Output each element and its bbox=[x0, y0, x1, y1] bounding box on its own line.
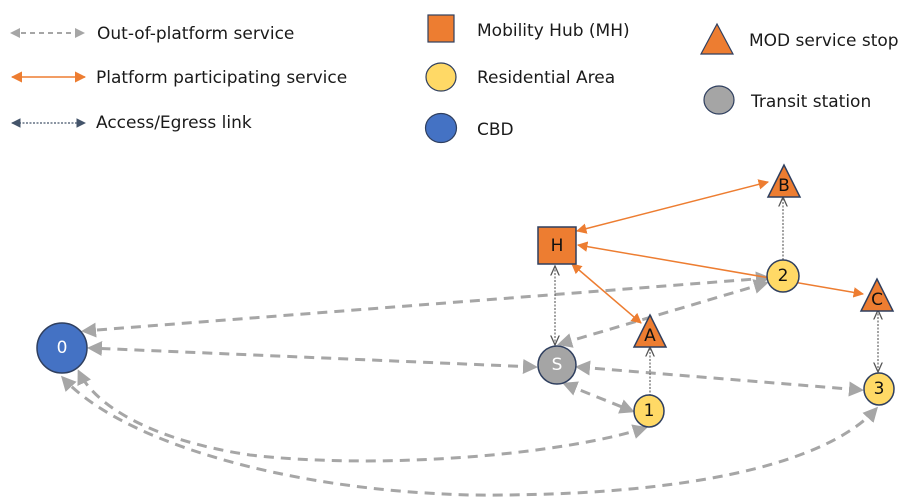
node-residential-1: 1 bbox=[633, 394, 665, 428]
node-label: A bbox=[644, 326, 656, 346]
edge-platform-H-A bbox=[571, 263, 642, 324]
circle-icon bbox=[36, 322, 88, 374]
node-residential-3: 3 bbox=[863, 372, 895, 406]
edge-out-of-platform-S-0 bbox=[87, 341, 538, 374]
node-label: 0 bbox=[57, 338, 68, 358]
blue-circle-icon bbox=[424, 112, 458, 144]
node-residential-2: 2 bbox=[766, 259, 800, 293]
node-label: B bbox=[778, 176, 790, 196]
square-icon bbox=[427, 14, 455, 43]
node-label: C bbox=[871, 290, 883, 310]
edge-platform-H-C bbox=[576, 241, 865, 298]
legend-label: CBD bbox=[477, 120, 514, 140]
legend-links: Out-of-platform service Platform partici… bbox=[10, 24, 347, 133]
node-cbd-0: 0 bbox=[36, 322, 88, 374]
edges bbox=[60, 179, 879, 497]
legend-label: Access/Egress link bbox=[96, 113, 252, 133]
legend-item-mobility-hub: Mobility Hub (MH) bbox=[427, 14, 630, 43]
edge-out-of-platform-1-0 bbox=[77, 369, 648, 463]
triangle-icon bbox=[700, 22, 734, 55]
node-label: S bbox=[552, 355, 563, 375]
edge-out-of-platform-S-3 bbox=[575, 360, 864, 397]
node-mod-stop-C: C bbox=[859, 277, 895, 312]
legend-label: MOD service stop bbox=[749, 31, 899, 51]
legend-label: Residential Area bbox=[477, 68, 615, 88]
legend-item-transit: Transit station bbox=[703, 85, 871, 115]
legend-item-access: Access/Egress link bbox=[11, 113, 252, 133]
legend-item-platform: Platform participating service bbox=[10, 68, 347, 88]
legend-item-out-of-platform: Out-of-platform service bbox=[10, 24, 294, 44]
legend-label: Platform participating service bbox=[96, 68, 347, 88]
circle-icon bbox=[633, 394, 665, 428]
legend-label: Transit station bbox=[750, 92, 871, 112]
circle-icon bbox=[537, 345, 577, 385]
node-label: 3 bbox=[874, 379, 885, 399]
triangle-icon bbox=[632, 313, 668, 348]
legend-label: Mobility Hub (MH) bbox=[477, 21, 630, 41]
edge-out-of-platform-S-1 bbox=[562, 381, 635, 414]
legend-item-cbd: CBD bbox=[424, 112, 514, 144]
circle-icon bbox=[766, 259, 800, 293]
triangle-icon bbox=[766, 163, 802, 198]
node-transit-S: S bbox=[537, 345, 577, 385]
node-label: H bbox=[551, 236, 564, 256]
node-label: 2 bbox=[778, 266, 789, 286]
yellow-circle-icon bbox=[425, 62, 457, 92]
edge-out-of-platform-2-0 bbox=[81, 271, 771, 338]
triangle-icon bbox=[859, 277, 895, 312]
nodes: 0S H A B C 1 2 3 bbox=[36, 163, 895, 428]
legend-item-mod-stop: MOD service stop bbox=[700, 22, 899, 55]
node-label: 1 bbox=[644, 401, 655, 421]
square-icon bbox=[537, 226, 577, 265]
gray-circle-icon bbox=[703, 85, 735, 115]
edge-out-of-platform-3-0 bbox=[60, 375, 879, 497]
node-mod-stop-B: B bbox=[766, 163, 802, 198]
node-mod-stop-A: A bbox=[632, 313, 668, 348]
edge-platform-H-B bbox=[575, 179, 770, 234]
legend-label: Out-of-platform service bbox=[97, 24, 294, 44]
legend-nodes: Mobility Hub (MH) Residential Area CBD M… bbox=[424, 14, 899, 144]
node-mobility-hub-H: H bbox=[537, 226, 577, 265]
circle-icon bbox=[863, 372, 895, 406]
legend-item-residential: Residential Area bbox=[425, 62, 615, 92]
